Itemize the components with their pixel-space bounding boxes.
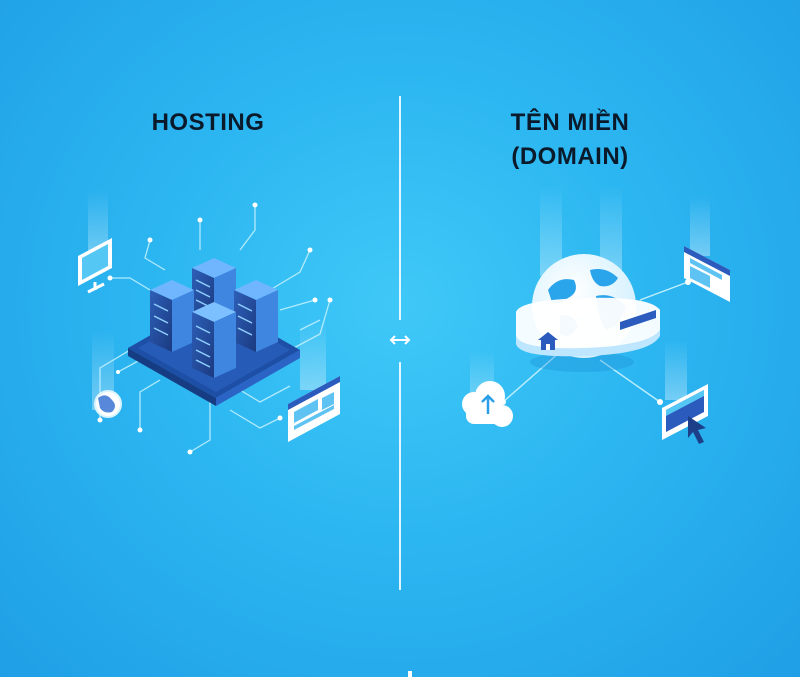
domain-title-line2: (DOMAIN)	[511, 143, 629, 170]
home-icon	[538, 332, 558, 350]
light-beam	[92, 330, 114, 410]
connection-lines	[502, 281, 689, 403]
monitor-icon	[662, 384, 708, 440]
monitor-icon	[78, 238, 112, 294]
circuit-nodes	[97, 202, 333, 455]
divider-bottom	[399, 362, 401, 590]
globe-ring	[516, 297, 660, 357]
light-beam	[600, 186, 622, 276]
light-beam	[300, 320, 326, 390]
browser-window-icon	[288, 376, 340, 442]
domain-title: TÊN MIỀN (DOMAIN)	[480, 106, 660, 174]
domain-title-line1: TÊN MIỀN	[510, 109, 630, 136]
browser-window-icon	[684, 246, 730, 302]
light-beam	[665, 340, 687, 400]
cursor-icon	[688, 416, 706, 444]
light-beam	[690, 196, 710, 256]
cloud-upload-icon	[462, 381, 513, 427]
swap-arrows-icon	[389, 335, 411, 345]
light-beam	[88, 190, 108, 260]
globe-clock-icon	[94, 390, 122, 418]
bottom-mark	[408, 671, 412, 677]
light-beam	[540, 186, 562, 276]
divider-top	[399, 96, 401, 320]
server-rack-icon	[150, 258, 278, 378]
hosting-title: HOSTING	[151, 109, 265, 136]
